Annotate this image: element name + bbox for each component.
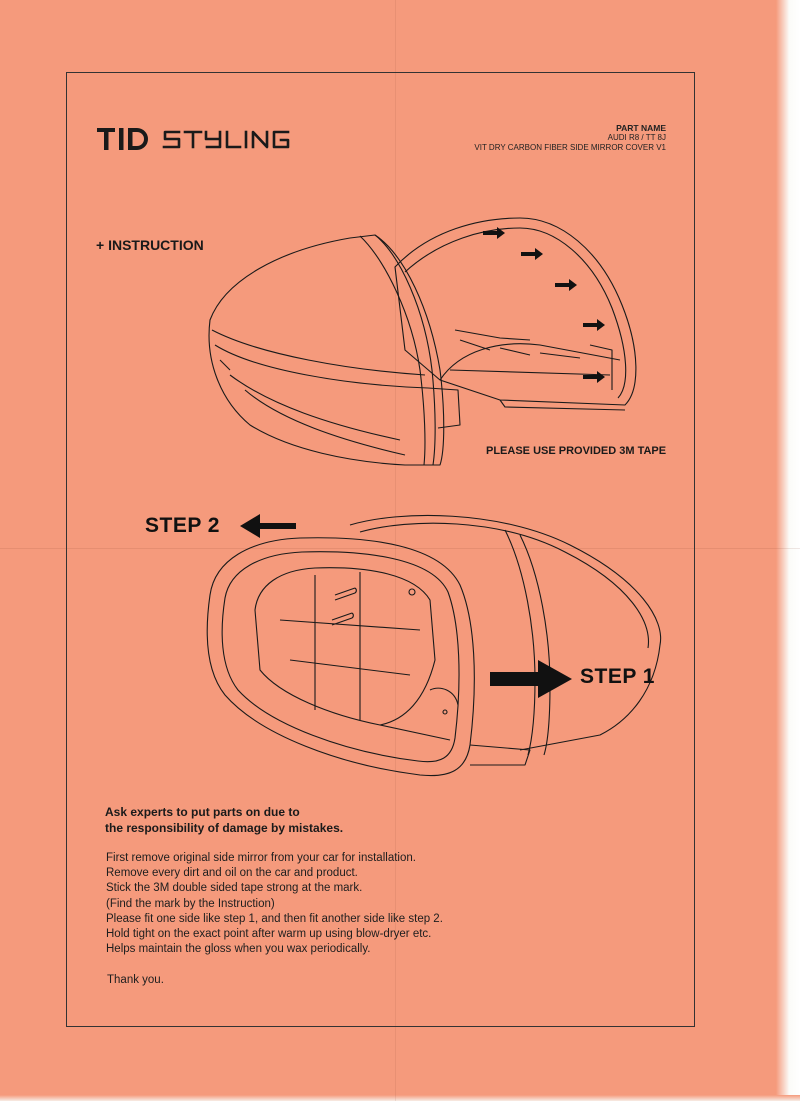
mirror-tape-illustration (208, 217, 637, 466)
arrow-right-icon (521, 248, 543, 260)
fold-line (395, 0, 396, 1101)
warning-text: Ask experts to put parts on due to the r… (105, 804, 435, 836)
instruction-line: Helps maintain the gloss when you wax pe… (106, 943, 371, 956)
step1-label: STEP 1 (580, 665, 655, 688)
instruction-line: Remove every dirt and oil on the car and… (106, 867, 358, 880)
step2-label: STEP 2 (145, 514, 220, 537)
arrow-right-icon (555, 279, 577, 291)
instruction-line: Hold tight on the exact point after warm… (106, 928, 432, 941)
fold-line (0, 548, 800, 549)
part-description: VIT DRY CARBON FIBER SIDE MIRROR COVER V… (474, 143, 666, 152)
part-info: PART NAME AUDI R8 / TT 8J VIT DRY CARBON… (430, 123, 666, 153)
arrow-right-icon (583, 319, 605, 331)
arrow-left-icon (240, 514, 296, 538)
tape-note: PLEASE USE PROVIDED 3M TAPE (486, 445, 667, 457)
warning-line: the responsibility of damage by mistakes… (105, 821, 344, 835)
scan-bottom-edge (0, 1095, 800, 1101)
brand-logo (97, 128, 290, 150)
arrow-right-icon (583, 371, 605, 383)
mirror-install-illustration (206, 514, 662, 777)
closing-text: Thank you. (107, 974, 164, 986)
part-model: AUDI R8 / TT 8J (607, 133, 666, 142)
instruction-line: (Find the mark by the Instruction) (106, 897, 275, 910)
instruction-line: First remove original side mirror from y… (106, 852, 416, 864)
part-name-label: PART NAME (616, 123, 666, 133)
arrow-right-icon (483, 227, 505, 239)
instruction-line: Please fit one side like step 1, and the… (106, 912, 443, 925)
warning-line: Ask experts to put parts on due to (105, 805, 300, 819)
arrow-right-icon (490, 660, 572, 698)
scan-edge (776, 0, 800, 1101)
instruction-list: First remove original side mirror from y… (106, 851, 526, 957)
document-frame (66, 72, 695, 1027)
instruction-heading: + INSTRUCTION (96, 237, 204, 253)
instruction-line: Stick the 3M double sided tape strong at… (106, 882, 363, 895)
